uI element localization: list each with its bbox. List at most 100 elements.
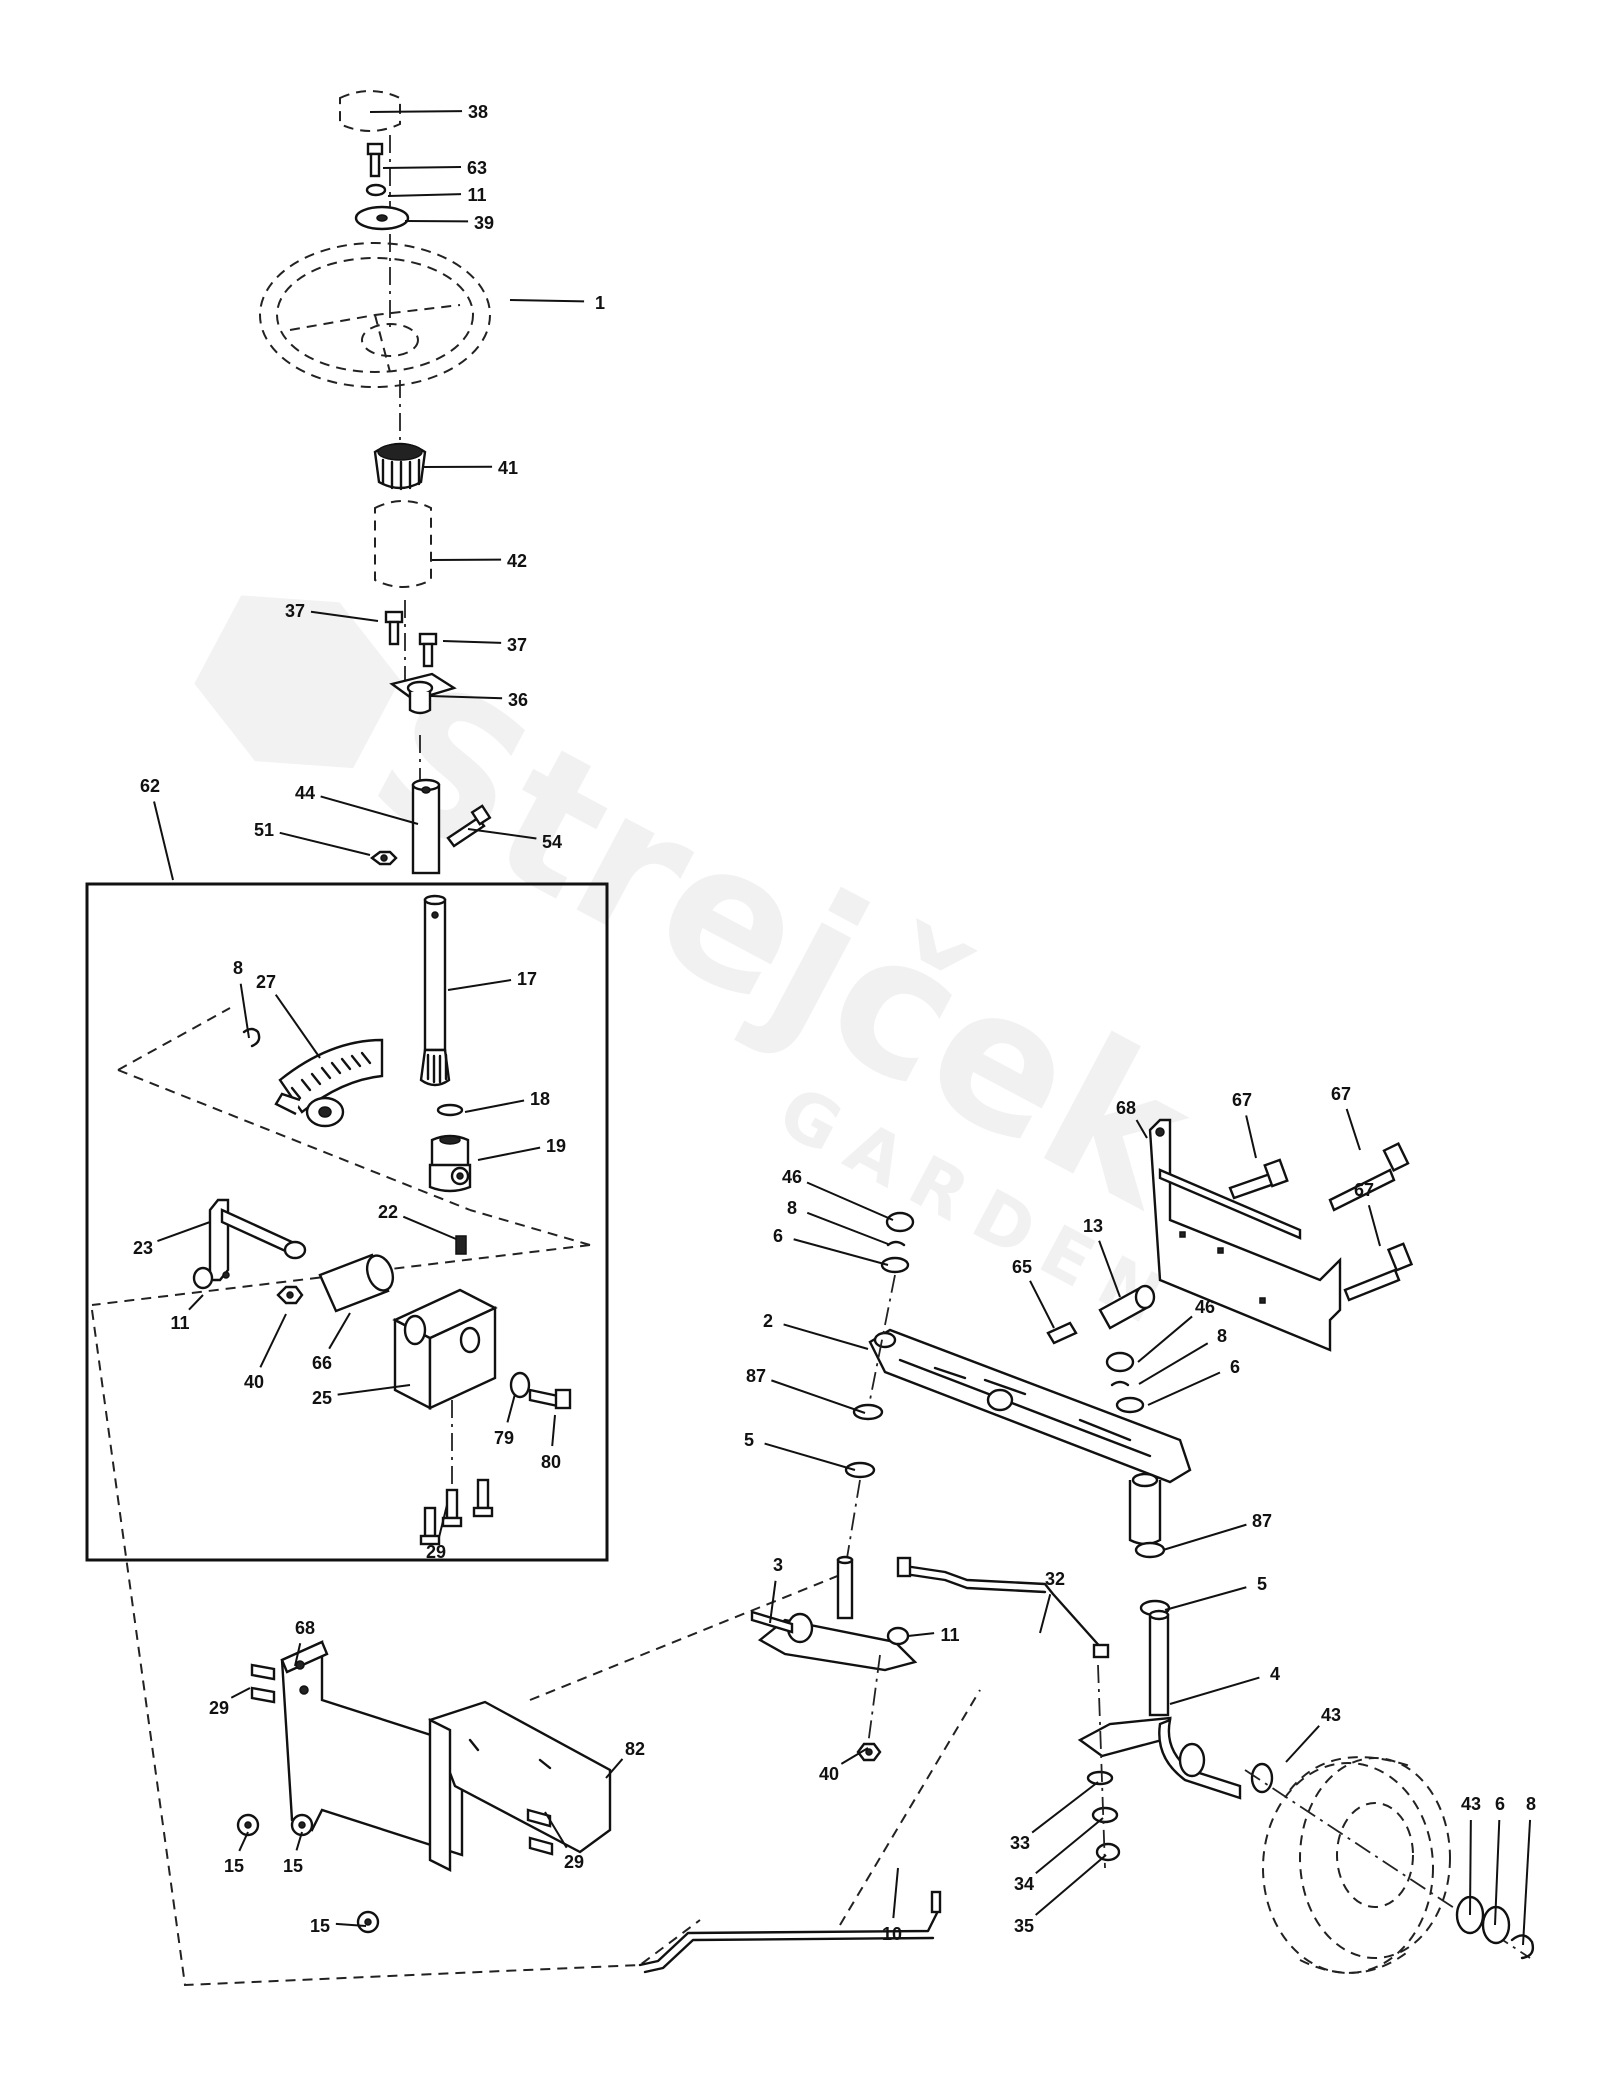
callout-leader: [1285, 1725, 1320, 1763]
callout-label: 41: [498, 458, 518, 478]
callout-leader: [402, 1215, 457, 1240]
callout-leader: [764, 1442, 856, 1471]
callout-c11a: 11: [387, 185, 487, 205]
callout-c43b: 43: [1461, 1794, 1481, 1916]
callout-c51: 51: [254, 820, 371, 856]
right-spindle: [1077, 1609, 1242, 1800]
watermark: Strejček GARDEN: [194, 595, 1227, 1348]
callout-leader: [438, 1504, 448, 1537]
flange-bolt-right: [418, 632, 438, 668]
callout-label: 46: [782, 1167, 802, 1187]
callout-label: 17: [517, 969, 537, 989]
callout-label: 39: [474, 213, 494, 233]
callout-label: 10: [882, 1924, 902, 1944]
callout-leader: [1031, 1781, 1099, 1834]
callout-c8c: 8: [1138, 1326, 1227, 1385]
callout-leader: [1367, 1204, 1381, 1247]
axle-washers-right: [1105, 1351, 1171, 1617]
callout-label: 36: [508, 690, 528, 710]
callout-c6b: 6: [1147, 1357, 1240, 1406]
callout-c5a: 5: [744, 1430, 856, 1471]
callout-c65: 65: [1012, 1257, 1055, 1329]
callout-leader: [157, 1221, 211, 1243]
left-spindle: [750, 1555, 918, 1672]
callout-c17: 17: [447, 969, 537, 991]
callout-c15a: 15: [224, 1831, 249, 1876]
callout-leader: [1494, 1819, 1501, 1926]
callout-c63: 63: [382, 158, 487, 178]
callout-leader: [442, 640, 502, 644]
support-bracket: [428, 1700, 612, 1872]
callout-leader: [1135, 1119, 1148, 1139]
pinion-washer: [436, 1103, 464, 1117]
callout-label: 27: [256, 972, 276, 992]
callout-label: 68: [295, 1618, 315, 1638]
callout-label: 82: [625, 1739, 645, 1759]
wheel-washer-inner: [1250, 1762, 1274, 1794]
callout-label: 66: [312, 1353, 332, 1373]
axle-mount-bracket: [1148, 1118, 1342, 1352]
callout-leader: [509, 299, 585, 303]
shaft-nut: [370, 850, 398, 866]
callout-leader: [310, 610, 379, 622]
callout-label: 25: [312, 1388, 332, 1408]
callout-c46a: 46: [782, 1167, 894, 1221]
callout-c15b: 15: [283, 1831, 303, 1876]
callout-leader: [793, 1238, 889, 1266]
callout-label: 8: [233, 958, 243, 978]
callout-leader: [806, 1211, 889, 1245]
callout-label: 15: [283, 1856, 303, 1876]
callout-c38: 38: [369, 102, 488, 122]
front-axle: [868, 1328, 1192, 1546]
callout-c11c: 11: [907, 1625, 960, 1645]
callout-leader: [295, 1831, 303, 1851]
cap-screw: [366, 142, 384, 178]
callout-label: 29: [564, 1852, 584, 1872]
callout-leader: [840, 1747, 869, 1765]
front-axle-assembly: [750, 1118, 1535, 1974]
callout-leader: [1522, 1819, 1532, 1946]
callout-c29a: 29: [426, 1504, 448, 1562]
callout-c35: 35: [1014, 1854, 1107, 1936]
callout-leader: [230, 1687, 251, 1699]
callout-leader: [1137, 1315, 1193, 1363]
callout-c8b: 8: [787, 1198, 889, 1245]
callout-label: 63: [467, 158, 487, 178]
callout-label: 6: [1230, 1357, 1240, 1377]
spindle-nut: [856, 1742, 882, 1762]
callout-c8d: 8: [1522, 1794, 1536, 1946]
callout-c87a: 87: [746, 1366, 866, 1414]
callout-c41: 41: [421, 458, 518, 478]
callout-label: 11: [940, 1625, 959, 1645]
arm-washer: [192, 1266, 214, 1290]
callout-c33: 33: [1010, 1781, 1099, 1853]
callout-label: 79: [494, 1428, 514, 1448]
callout-label: 54: [542, 832, 562, 852]
callout-c79: 79: [494, 1393, 516, 1448]
pinion-bracket: [428, 1134, 472, 1193]
callout-label: 23: [133, 1238, 153, 1258]
callout-label: 37: [285, 601, 305, 621]
drag-link-rod: [638, 1890, 942, 1974]
callout-c19: 19: [477, 1136, 566, 1161]
steering-shaft-upper: [411, 778, 441, 875]
callout-leader: [337, 1384, 411, 1396]
callout-label: 22: [378, 1202, 398, 1222]
callout-c6a: 6: [773, 1226, 889, 1266]
callout-leader: [477, 1146, 541, 1161]
callout-leader: [294, 1643, 302, 1667]
steering-plate: [354, 205, 410, 231]
callout-c67b: 67: [1331, 1084, 1361, 1151]
callout-leader: [429, 695, 503, 700]
inset-frame: [85, 882, 609, 1562]
callout-label: 18: [530, 1089, 550, 1109]
plate-bolts: [250, 1663, 554, 1856]
callout-leader: [153, 801, 174, 881]
spindle-hardware: [1086, 1664, 1121, 1869]
shaft-bolt: [446, 804, 492, 848]
callout-c42: 42: [431, 551, 527, 571]
callout-label: 11: [467, 185, 486, 205]
bracket-washer: [509, 1371, 531, 1399]
callout-c6c: 6: [1494, 1794, 1505, 1926]
callout-label: 40: [244, 1372, 264, 1392]
